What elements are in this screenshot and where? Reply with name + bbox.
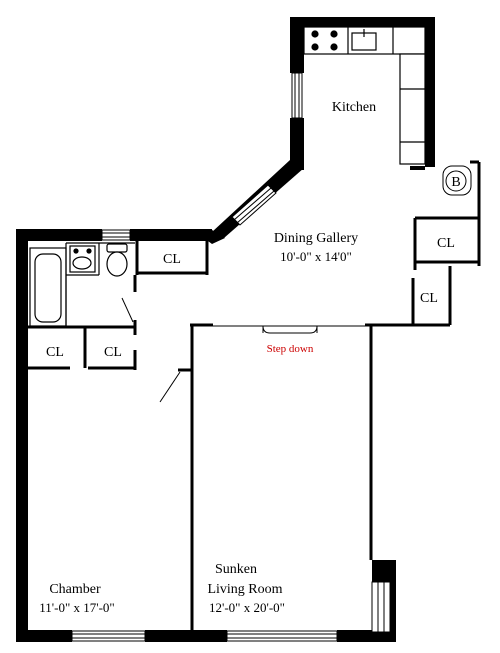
bathroom-fixtures — [29, 242, 135, 327]
b-marker-label: B — [451, 175, 460, 190]
living-room-dims: 12'-0" x 20'-0" — [209, 600, 285, 615]
kitchen-label: Kitchen — [332, 100, 376, 115]
closet-label-right-upper: CL — [437, 236, 455, 251]
closet-label-bath: CL — [163, 252, 181, 267]
living-room-label-line1: Sunken — [215, 562, 257, 577]
windows — [71, 72, 391, 642]
interior-walls — [28, 160, 481, 630]
dining-gallery-dims: 10'-0" x 14'0" — [280, 249, 352, 264]
closet-label-right-lower: CL — [420, 291, 438, 306]
chamber-label: Chamber — [49, 582, 101, 597]
chamber-dims: 11'-0" x 17'-0" — [39, 600, 114, 615]
step-down-opening — [262, 325, 318, 334]
living-room-label-line2: Living Room — [207, 582, 282, 597]
kitchen-fixtures — [303, 26, 426, 165]
closet-label-chamber-left: CL — [46, 345, 64, 360]
step-down-label: Step down — [267, 343, 314, 355]
closet-label-chamber-right: CL — [104, 345, 122, 360]
labels: Kitchen Dining Gallery 10'-0" x 14'0" Ch… — [39, 100, 455, 615]
b-marker: B — [442, 165, 472, 196]
dining-gallery-label: Dining Gallery — [274, 231, 358, 246]
